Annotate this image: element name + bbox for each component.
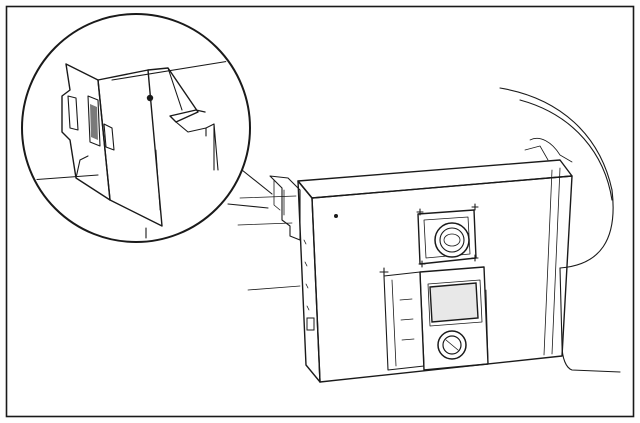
detail-screw-hole (146, 94, 154, 102)
figure-frame (5, 5, 635, 418)
side-slot (306, 317, 315, 331)
bracket-hook (269, 175, 301, 241)
control-module (379, 266, 489, 371)
detail-callout (21, 13, 273, 243)
magnified-bracket-detail (29, 57, 248, 239)
flue-module (416, 203, 479, 268)
casing-back-plate (297, 145, 573, 383)
slot-shadow (90, 104, 98, 140)
boiler-body (237, 87, 621, 373)
screw-hole (334, 214, 338, 218)
display-screen (429, 282, 479, 323)
callout-circle (21, 13, 251, 243)
